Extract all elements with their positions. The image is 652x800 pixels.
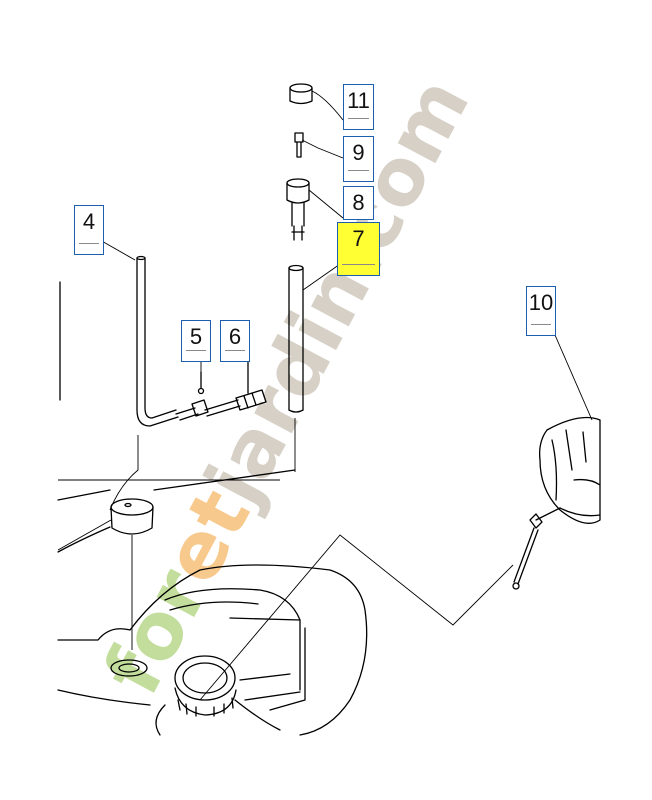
callout-4[interactable]: 4 (74, 205, 104, 255)
part-4-bent-tube (136, 255, 179, 427)
part-11-cap (289, 83, 313, 105)
part-9-small-fitting (294, 132, 304, 158)
watermark: foretjardin.com (87, 64, 487, 709)
callout-7[interactable]: 7 (337, 222, 380, 276)
callout-8-label: 8 (352, 190, 365, 215)
callout-11-label: 11 (347, 88, 370, 113)
callout-10[interactable]: 10 (526, 286, 556, 336)
part-6-connector (204, 361, 267, 417)
callout-9[interactable]: 9 (343, 136, 374, 182)
part-10-fuel-cap (512, 416, 601, 590)
watermark-part-jardin: jardin.com (187, 64, 487, 521)
callout-5-label: 5 (189, 324, 203, 349)
part-7-tube (288, 264, 304, 413)
part-5-clip (175, 371, 209, 421)
callout-6[interactable]: 6 (220, 320, 250, 362)
callout-5[interactable]: 5 (181, 320, 211, 362)
tank-grommet (110, 498, 154, 535)
callout-11[interactable]: 11 (343, 84, 374, 130)
callout-4-label: 4 (82, 209, 96, 234)
leader-lines (57, 90, 593, 701)
fuel-tank (57, 469, 368, 736)
callout-8[interactable]: 8 (343, 186, 374, 220)
callout-7-label: 7 (352, 226, 365, 251)
callout-10-label: 10 (528, 290, 554, 315)
watermark-text: foretjardin.com (87, 64, 487, 709)
part-8-fitting (286, 178, 310, 241)
callout-6-label: 6 (228, 324, 242, 349)
callout-9-label: 9 (352, 140, 365, 165)
